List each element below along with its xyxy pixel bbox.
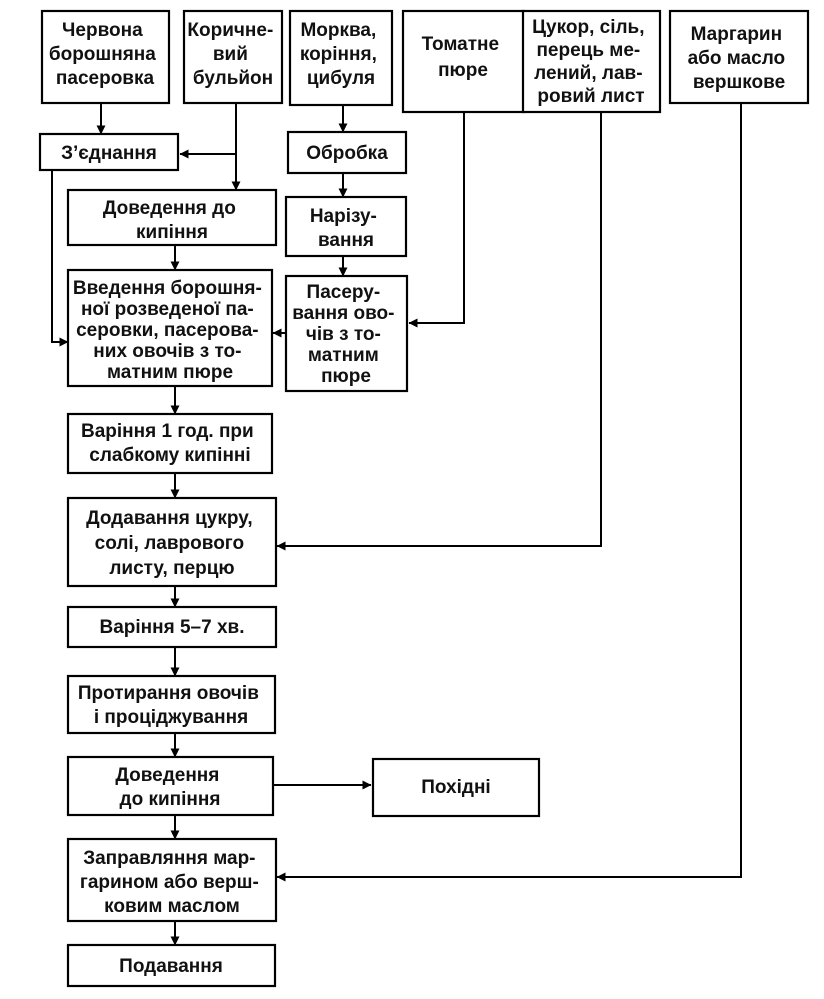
node-saute-box: [284, 274, 409, 393]
node-serve-label: Подавання: [119, 956, 223, 977]
node-intro-label: Введення борошня- ної розведеної па- сер…: [73, 278, 267, 383]
node-dress-box: [66, 837, 278, 923]
arrow-tomato-to-saute: [408, 112, 465, 328]
node-tomato-label: Томатне пюре: [422, 34, 505, 81]
arrow-margarine-to-dress: [276, 103, 742, 882]
connectors: [51, 103, 742, 946]
node-red-roux-label: Червона борошняна пасеровка: [49, 20, 161, 89]
node-join-box: [38, 132, 180, 172]
node-carrot-label: Морква, коріння, цибуля: [300, 20, 382, 89]
node-intro-box: [66, 268, 274, 388]
node-boil2-box: [66, 755, 275, 817]
node-cutting-box: [284, 195, 408, 258]
node-margarine-label: Маргарин або масло вершкове: [688, 24, 791, 93]
node-derived-label: Похідні: [421, 777, 490, 798]
node-margarine-box: [668, 9, 810, 105]
node-cook1h-label: Варіння 1 год. при слабкому кипінні: [81, 421, 259, 466]
node-serve-box: [66, 943, 277, 988]
node-boil2-label: Доведення до кипіння: [115, 765, 224, 810]
node-dress-label: Заправляння мар- гарином або верш- ковим…: [80, 848, 264, 917]
node-boil-box: [66, 188, 278, 247]
node-cutting-label: Нарізу- вання: [310, 206, 382, 251]
node-join-label: З’єднання: [61, 143, 157, 164]
node-sugar-box: [521, 9, 662, 114]
node-cook5-box: [66, 605, 278, 649]
arrow-sugar-to-add: [276, 112, 602, 551]
node-add-box: [66, 496, 278, 588]
node-carrot-box: [288, 9, 394, 107]
boxes: [38, 9, 810, 988]
node-rub-box: [66, 674, 277, 735]
node-cook1h-box: [66, 412, 274, 475]
node-sugar-label: Цукор, сіль, перець ме- лений, лав- рови…: [532, 17, 650, 107]
arrow-join-to-intro: [51, 170, 69, 347]
node-saute-label: Пасеру- вання ово- чів з то- матним пюре: [292, 282, 400, 387]
arrow-broth-to-join: [179, 103, 237, 159]
node-red-roux-box: [40, 9, 171, 105]
node-brown-broth-box: [182, 9, 284, 105]
node-processing-box: [286, 130, 408, 175]
node-boil-label: Доведення до кипіння: [103, 198, 241, 243]
node-rub-label: Протирання овочів і проціджування: [78, 683, 264, 728]
node-brown-broth-label: Коричне- вий бульйон: [187, 20, 278, 89]
node-processing-label: Обробка: [306, 143, 388, 164]
labels: Червона борошняна пасеровка Коричне- вий…: [49, 17, 791, 977]
node-add-label: Додавання цукру, солі, лаврового листу, …: [86, 508, 258, 579]
node-derived-box: [371, 757, 541, 818]
node-cook5-label: Варіння 5–7 хв.: [100, 617, 245, 638]
